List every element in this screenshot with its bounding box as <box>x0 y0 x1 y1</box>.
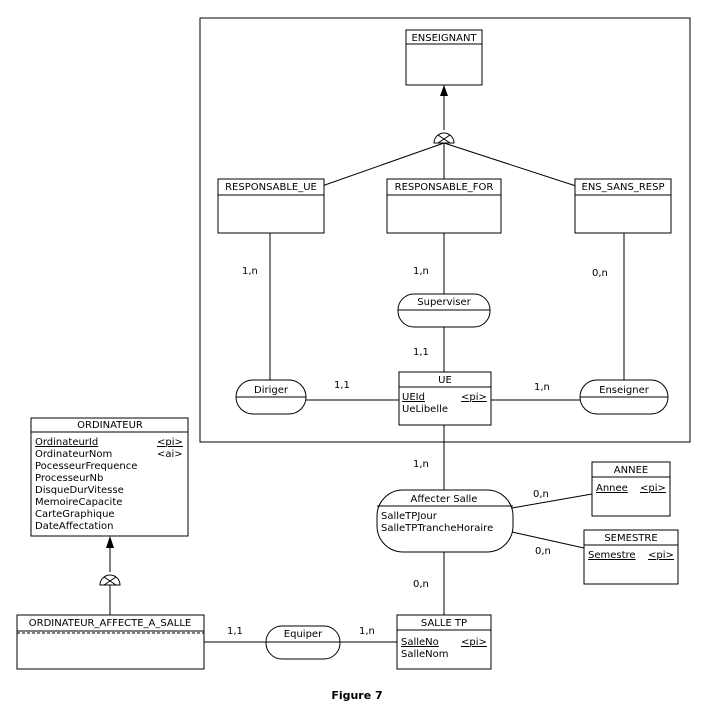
association-diriger[interactable]: Diriger <box>235 379 307 415</box>
entity-title: SALLE TP <box>421 618 467 629</box>
identifier-attribute: SalleNo <box>401 637 439 648</box>
inheritance-arrow <box>440 85 448 96</box>
association-enseigner[interactable]: Enseigner <box>579 379 669 415</box>
attribute: DisqueDurVitesse <box>35 485 124 496</box>
identifier-attribute: OrdinateurId <box>35 437 98 448</box>
entity-ordinateur-affecte-a-salle[interactable]: ORDINATEUR_AFFECTE_A_SALLE <box>16 614 205 670</box>
entity-responsable-ue[interactable]: RESPONSABLE_UE <box>217 178 325 234</box>
connectors <box>109 85 625 643</box>
entity-title: RESPONSABLE_FOR <box>395 182 494 193</box>
association-title: Superviser <box>417 297 471 308</box>
cardinality-label: 1,n <box>534 382 550 393</box>
cardinality-label: 0,n <box>592 268 608 279</box>
entity-title: ANNEE <box>614 465 648 476</box>
association-affecter-salle[interactable]: Affecter Salle SalleTPJour SalleTPTranch… <box>376 489 514 553</box>
attribute: SalleNom <box>401 649 449 660</box>
entity-title: UE <box>438 375 452 386</box>
cardinality-label: 1,n <box>242 266 258 277</box>
identifier-tag: <pi> <box>648 550 674 561</box>
identifier-attribute: Annee <box>596 483 628 494</box>
identifier-attribute: UEId <box>402 392 425 403</box>
entity-title: ORDINATEUR_AFFECTE_A_SALLE <box>29 618 191 629</box>
entity-enseignant[interactable]: ENSEIGNANT <box>405 29 483 86</box>
attribute: PocesseurFrequence <box>35 461 137 472</box>
association-superviser[interactable]: Superviser <box>397 293 491 328</box>
association-title: Diriger <box>254 385 289 396</box>
cardinality-label: 1,1 <box>413 347 429 358</box>
entity-title: ORDINATEUR <box>77 420 143 431</box>
cardinality-label: 1,1 <box>334 380 350 391</box>
identifier-tag: <pi> <box>640 483 666 494</box>
entity-title: RESPONSABLE_UE <box>225 182 317 193</box>
entity-semestre[interactable]: SEMESTRE Semestre <pi> <box>583 529 679 585</box>
cardinality-label: 1,n <box>413 266 429 277</box>
identifier-tag: <pi> <box>461 392 487 403</box>
attribute: MemoireCapacite <box>35 497 122 508</box>
entity-title: ENSEIGNANT <box>411 33 477 44</box>
entity-ens-sans-resp[interactable]: ENS_SANS_RESP <box>574 178 672 234</box>
entity-ordinateur[interactable]: ORDINATEUR OrdinateurId <pi> OrdinateurN… <box>30 417 189 537</box>
entity-ue[interactable]: UE UEId <pi> UeLibelle <box>398 371 492 426</box>
cardinality-label: 0,n <box>533 489 549 500</box>
figure-caption: Figure 7 <box>331 689 382 702</box>
attribute: CarteGraphique <box>35 509 115 520</box>
association-equiper[interactable]: Equiper <box>265 625 341 660</box>
entity-title: ENS_SANS_RESP <box>582 182 665 193</box>
alternate-attribute: OrdinateurNom <box>35 449 112 460</box>
cardinality-label: 0,n <box>535 546 551 557</box>
attribute: SalleTPJour <box>381 511 438 522</box>
entity-responsable-for[interactable]: RESPONSABLE_FOR <box>386 178 502 234</box>
association-title: Affecter Salle <box>411 494 478 505</box>
association-title: Enseigner <box>599 385 650 396</box>
inheritance-arrow <box>106 536 114 548</box>
attribute: DateAffectation <box>35 521 114 532</box>
alternate-tag: <ai> <box>157 449 183 460</box>
entity-annee[interactable]: ANNEE Annee <pi> <box>591 461 671 517</box>
attribute: SalleTPTrancheHoraire <box>381 523 493 534</box>
inheritance-symbol <box>99 574 121 586</box>
attribute: UeLibelle <box>402 404 448 415</box>
cardinality-label: 1,n <box>413 459 429 470</box>
cardinality-label: 0,n <box>413 579 429 590</box>
entity-title: SEMESTRE <box>604 533 657 544</box>
association-title: Equiper <box>284 629 323 640</box>
identifier-tag: <pi> <box>157 437 183 448</box>
cardinality-label: 1,1 <box>227 626 243 637</box>
entity-salle-tp[interactable]: SALLE TP SalleNo <pi> SalleNom <box>396 614 492 670</box>
inheritance-symbol <box>433 132 455 144</box>
attribute: ProcesseurNb <box>35 473 103 484</box>
identifier-tag: <pi> <box>461 637 487 648</box>
cardinality-label: 1,n <box>359 626 375 637</box>
identifier-attribute: Semestre <box>588 550 636 561</box>
